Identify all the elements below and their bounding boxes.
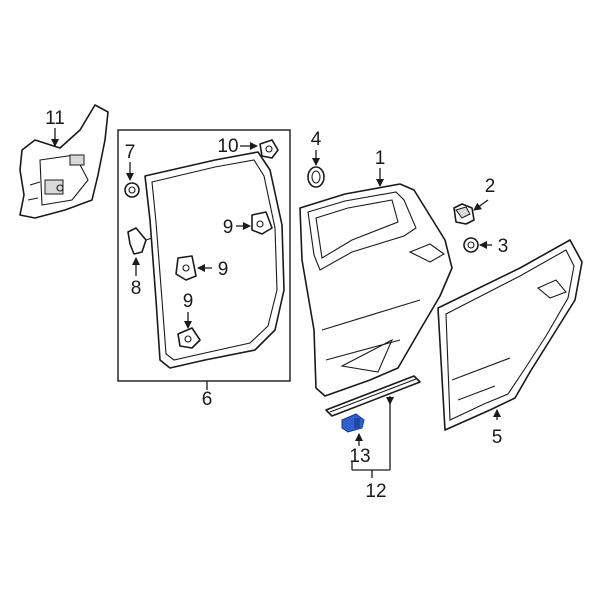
leader-2 <box>473 199 489 211</box>
door-weatherstrip <box>144 151 285 369</box>
door-moulding-12 <box>325 375 421 417</box>
callout-9c: 9 <box>183 291 194 312</box>
callout-11: 11 <box>45 108 65 129</box>
callout-4: 4 <box>311 129 322 150</box>
callout-1: 1 <box>375 148 386 169</box>
callout-12: 12 <box>365 481 386 502</box>
door-bumper-2 <box>453 203 475 225</box>
callout-7: 7 <box>125 142 136 163</box>
callout-9a: 9 <box>223 217 234 238</box>
grommet-3 <box>463 237 479 253</box>
weatherstrip-group-box <box>117 129 291 382</box>
callout-5: 5 <box>492 427 503 448</box>
callout-10: 10 <box>217 136 238 157</box>
door-shell <box>299 183 453 397</box>
outer-door-skin <box>437 239 583 431</box>
callout-3: 3 <box>498 236 509 257</box>
callout-2: 2 <box>485 176 496 197</box>
callout-8: 8 <box>131 278 142 299</box>
callout-9b: 9 <box>218 259 229 280</box>
callout-6: 6 <box>202 389 213 410</box>
clip-10 <box>259 139 279 159</box>
clip-7 <box>124 182 140 198</box>
callout-13: 13 <box>349 446 370 467</box>
door-module-bracket <box>19 104 109 219</box>
clip-9-upper <box>251 211 273 235</box>
clip-9-lower <box>177 327 201 349</box>
plug-4 <box>307 166 325 188</box>
door-stopper-8 <box>127 227 153 255</box>
clip-9-middle <box>175 255 197 281</box>
moulding-clip-13-highlighted <box>341 413 365 433</box>
